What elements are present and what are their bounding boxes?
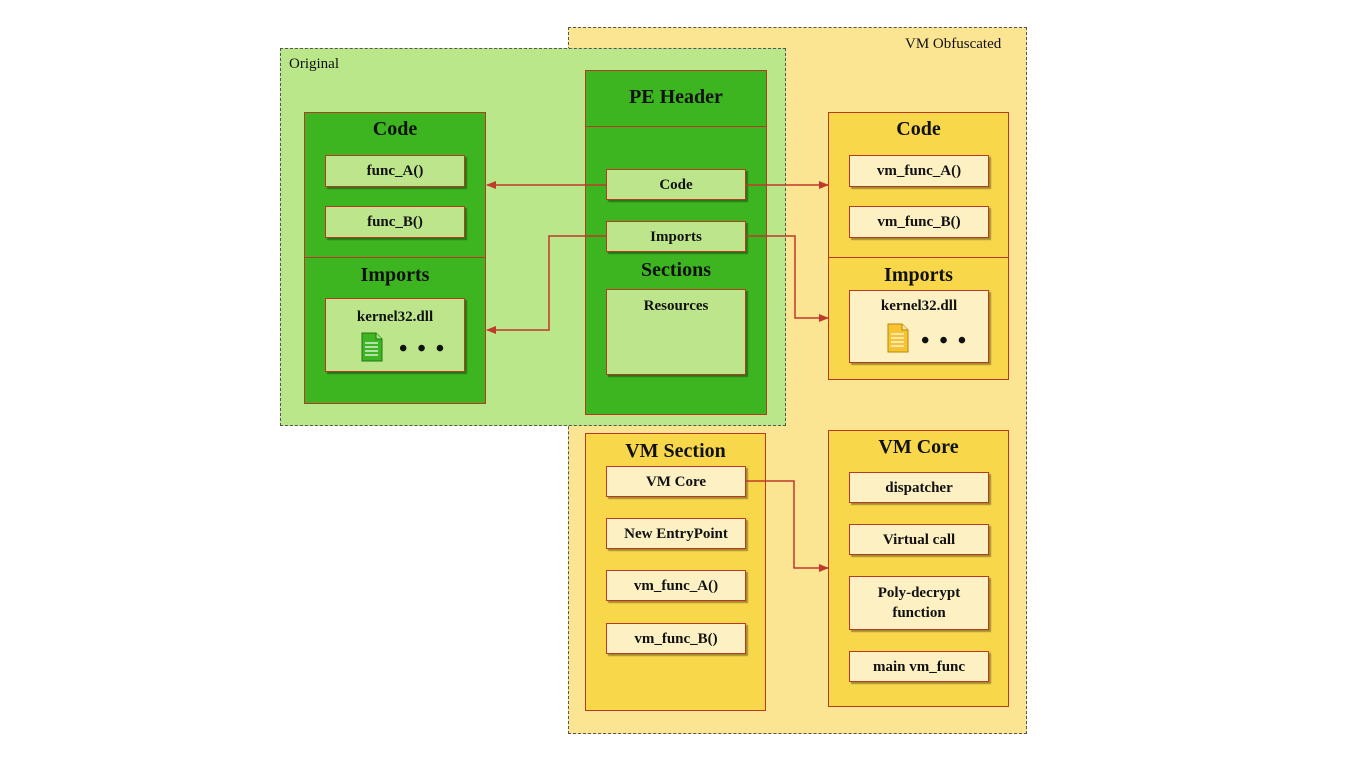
- pe-header-resources-entry: Resources: [606, 289, 746, 375]
- pe-header-code-entry: Code: [606, 169, 746, 200]
- vm-core-dispatcher: dispatcher: [849, 472, 989, 503]
- yellow-document-icon: [887, 323, 909, 353]
- vm-section-title: VM Section: [625, 440, 726, 462]
- vm-core-main-vm-func: main vm_func: [849, 651, 989, 682]
- pe-header-divider: [585, 126, 767, 127]
- original-more-dots: • • •: [399, 336, 447, 362]
- pe-header-title: PE Header: [629, 86, 723, 108]
- arrow-imports-to-original-imports: [486, 235, 606, 334]
- obfuscated-code-title: Code: [896, 118, 941, 140]
- pe-header-sections-title: Sections: [641, 259, 711, 281]
- arrow-imports-to-obfuscated-imports: [746, 235, 829, 322]
- vm-section-vm-func-b: vm_func_B(): [606, 623, 746, 654]
- original-dll-name: kernel32.dll: [356, 309, 434, 325]
- original-panel-divider: [304, 257, 486, 258]
- obfuscated-imports-dll-box: kernel32.dll • • •: [849, 290, 989, 363]
- original-code-title: Code: [372, 118, 418, 140]
- obfuscated-dll-name: kernel32.dll: [880, 298, 958, 314]
- obfuscated-panel-divider: [828, 257, 1009, 258]
- pe-header-imports-entry: Imports: [606, 221, 746, 252]
- resources-label: Resources: [643, 298, 709, 314]
- original-imports-dll-box: kernel32.dll • • •: [325, 298, 465, 372]
- original-func-b: func_B(): [325, 206, 465, 238]
- obfuscated-func-b: vm_func_B(): [849, 206, 989, 238]
- obfuscated-imports-title: Imports: [884, 264, 953, 286]
- original-imports-title: Imports: [360, 264, 430, 286]
- vm-section-new-entrypoint: New EntryPoint: [606, 518, 746, 549]
- obfuscated-more-dots: • • •: [921, 328, 969, 354]
- green-document-icon: [361, 332, 383, 362]
- vm-section-vm-func-a: vm_func_A(): [606, 570, 746, 601]
- vm-obfuscated-label: VM Obfuscated: [905, 36, 1002, 52]
- original-func-a: func_A(): [325, 155, 465, 187]
- vm-section-vm-core-entry: VM Core: [606, 466, 746, 497]
- vm-core-virtual-call: Virtual call: [849, 524, 989, 555]
- vm-core-title: VM Core: [878, 436, 959, 458]
- obfuscated-func-a: vm_func_A(): [849, 155, 989, 187]
- vm-core-poly-decrypt: Poly-decrypt function: [849, 576, 989, 630]
- original-label: Original: [289, 56, 339, 72]
- arrow-vm-core-entry-to-vm-core: [746, 480, 829, 572]
